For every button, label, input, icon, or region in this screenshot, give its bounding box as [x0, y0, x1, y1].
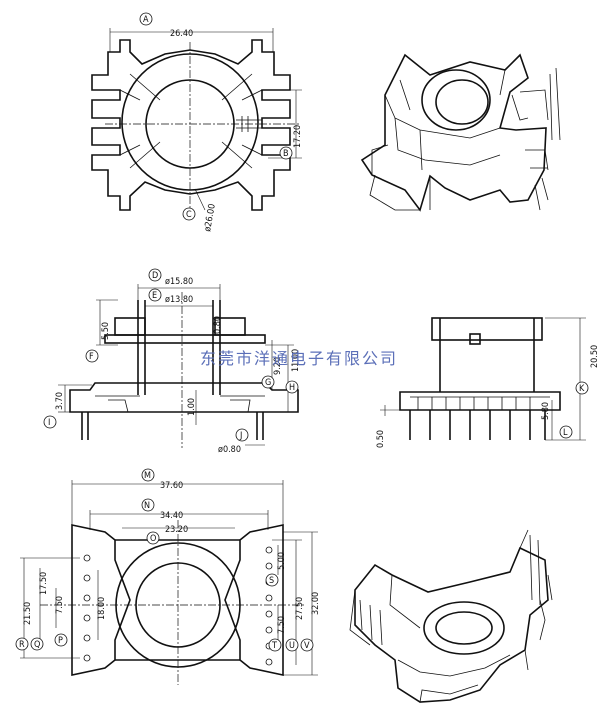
label-B: B [283, 149, 289, 159]
dim-R: 21.50 [23, 602, 33, 625]
label-V: V [304, 641, 310, 651]
dim-B: 17.20 [293, 125, 303, 148]
dim-18.00: 18.00 [97, 597, 107, 620]
label-G: G [265, 378, 271, 388]
label-P: P [58, 636, 63, 646]
label-F: F [89, 352, 94, 362]
dim-L: 5.80 [541, 402, 551, 420]
dim-0.80-top: 0.80 [213, 316, 223, 334]
dim-0.50: 0.50 [376, 430, 386, 448]
label-H: H [289, 383, 295, 393]
label-K: K [579, 384, 585, 394]
dim-A: 26.40 [170, 29, 193, 39]
isometric-view-2 [349, 529, 553, 703]
label-U: U [289, 641, 295, 651]
isometric-view-1 [360, 53, 561, 212]
dim-P: 7.50 [55, 596, 65, 614]
label-M: M [144, 471, 151, 481]
top-view: 26.40 A 17.20 B ø26.00 C [91, 12, 303, 233]
dim-G: 9.20 [273, 357, 283, 375]
dim-J: ø0.80 [218, 445, 241, 455]
dim-F: 5.50 [101, 322, 111, 340]
dim-H: 11.00 [291, 349, 301, 372]
dim-D: ø15.80 [165, 277, 193, 287]
pin-holes [83, 546, 273, 666]
front-view: ø15.80 D ø13.80 E 0.80 5.50 F 9.20 G 11.… [43, 268, 301, 455]
label-N: N [144, 501, 150, 511]
bottom-view: 37.60 M 34.40 N 23.20 O 21.50 R 17.50 Q … [15, 468, 321, 685]
label-A: A [143, 15, 149, 25]
dim-U: 27.50 [295, 597, 305, 620]
label-D: D [152, 271, 158, 281]
label-I: I [48, 418, 50, 428]
label-R: R [19, 640, 25, 650]
dim-E: ø13.80 [165, 295, 193, 305]
label-T: T [271, 641, 277, 651]
label-J: J [239, 431, 242, 441]
dim-I: 3.70 [55, 392, 65, 410]
label-O: O [150, 534, 156, 544]
dim-1.00: 1.00 [187, 398, 197, 416]
dim-T: 7.50 [277, 616, 287, 634]
dim-K: 20.50 [590, 345, 600, 368]
watermark: 东莞市洋通电子有限公司 [200, 349, 398, 368]
side-view: 20.50 K 5.80 L 0.50 [376, 317, 600, 448]
dim-C: ø26.00 [203, 203, 218, 232]
label-L: L [563, 428, 568, 438]
dim-V: 32.00 [311, 592, 321, 615]
dim-Q: 17.50 [39, 572, 49, 595]
label-Q: Q [34, 640, 40, 650]
dim-N: 34.40 [160, 511, 183, 521]
dim-M: 37.60 [160, 481, 183, 491]
dim-O: 23.20 [165, 525, 188, 535]
label-S: S [269, 576, 274, 586]
dim-S: 5.00 [277, 552, 287, 570]
label-E: E [152, 291, 157, 301]
label-C: C [186, 210, 192, 220]
